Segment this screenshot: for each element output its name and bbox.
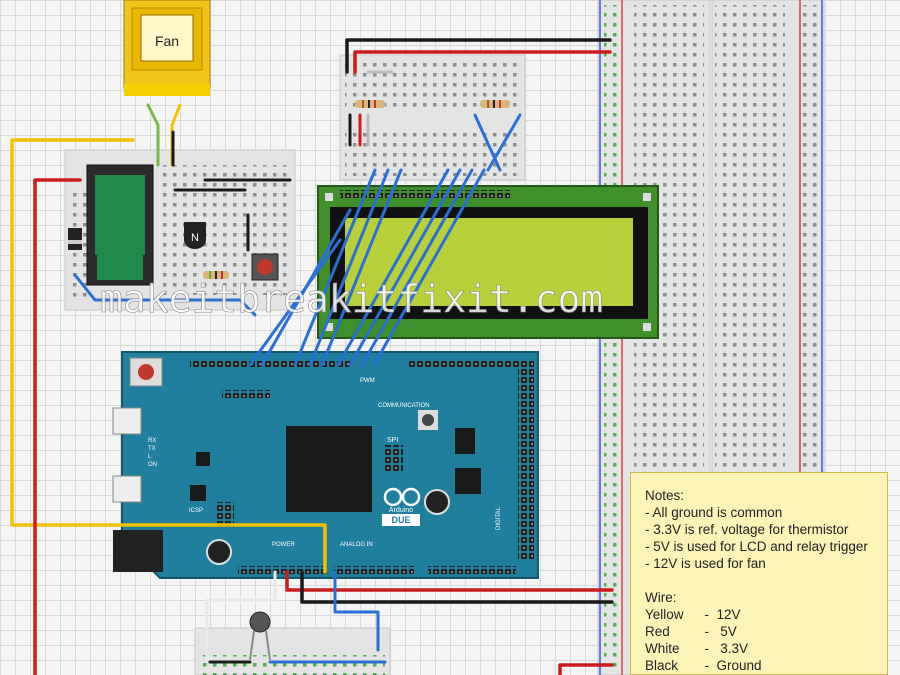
wire-yellow-12v (10, 138, 327, 574)
wire-value: 3.3V (720, 641, 749, 656)
wire-blue-lcd-5 (348, 168, 462, 367)
digital-label: DIGITAL (496, 506, 502, 530)
wire-blue-lcd-1 (293, 168, 377, 367)
wire-red-bottom-right (558, 663, 614, 675)
wire-blue-lcd-7 (372, 168, 486, 367)
wire-blue-lcd-9 (248, 238, 342, 367)
wire-blue-lcd-6 (360, 168, 474, 367)
wire-legend-row: Yellow - 12V (645, 607, 741, 622)
spi-label: SPI (387, 437, 398, 444)
notes-item: - 12V is used for fan (645, 556, 766, 571)
wire-legend-row: White - 3.3V (645, 641, 749, 656)
wire-blue-lcd-2 (308, 168, 390, 367)
transistor: N (184, 222, 206, 249)
rx-label: RX (148, 438, 156, 444)
wire-value: 5V (720, 624, 737, 639)
fan-label: Fan (155, 33, 179, 49)
wire-blue-analog (333, 570, 380, 652)
wire-blue-top-cross-2 (486, 113, 522, 172)
notes-title: Notes: (645, 488, 685, 503)
tx-label: TX (148, 446, 156, 452)
wire-red-top (353, 50, 612, 74)
lcd-display (317, 185, 659, 339)
communication-label: COMMUNICATION (378, 403, 430, 409)
power-label: POWER (272, 542, 295, 548)
wire-color-name: White (645, 641, 680, 656)
wire-color-name: Black (645, 658, 679, 673)
wire-red-5v-left (33, 178, 82, 675)
arduino-logo-text: Arduino (389, 507, 413, 514)
arduino-due-board: Arduino DUE PWM COMMUNICATION SPI RX TX … (112, 351, 539, 579)
resistor-top-right (480, 100, 510, 108)
svg-text:N: N (191, 232, 199, 244)
wire-red-5v-board (285, 570, 614, 592)
on-label: ON (148, 462, 157, 468)
wire-black-gnd-board (300, 570, 614, 604)
pushbutton (251, 253, 279, 281)
analog-in-label: ANALOG IN (340, 542, 373, 548)
diode (68, 228, 82, 250)
icsp-label: ICSP (189, 508, 203, 514)
wire-black-top (345, 38, 612, 74)
notes-panel: Notes: - All ground is common - 3.3V is … (630, 472, 888, 675)
wire-legend-row: Red - 5V (645, 624, 737, 639)
wire-blue-lcd-4 (336, 168, 450, 367)
wire-blue-top-cross-1 (473, 113, 502, 172)
thermistor (249, 611, 271, 661)
wire-title: Wire: (645, 590, 677, 605)
notes-item: - All ground is common (645, 505, 783, 520)
breadboard-bottom (194, 627, 391, 675)
arduino-model-label: DUE (391, 515, 410, 525)
fan: Fan (123, 0, 211, 96)
wire-white-3v3 (205, 570, 277, 662)
wire-value: Ground (716, 658, 762, 673)
wire-legend-row: Black - Ground (645, 658, 762, 673)
resistor-left (203, 271, 229, 279)
wire-value: 12V (716, 607, 741, 622)
notes-item: - 5V is used for LCD and relay trigger (645, 539, 868, 554)
wire-color-name: Red (645, 624, 670, 639)
watermark-text: makeitbreakitfixit.com (100, 277, 603, 321)
pwm-label: PWM (360, 378, 375, 384)
wire-color-name: Yellow (645, 607, 684, 622)
l-label: L (148, 454, 152, 460)
arduino-logo (382, 487, 421, 526)
wire-blue-relay (73, 273, 257, 317)
relay (86, 164, 154, 286)
wire-green-fan (146, 103, 160, 167)
resistor-top-left (355, 100, 385, 108)
wire-blue-lcd-3 (320, 168, 403, 367)
notes-item: - 3.3V is ref. voltage for thermistor (645, 522, 849, 537)
